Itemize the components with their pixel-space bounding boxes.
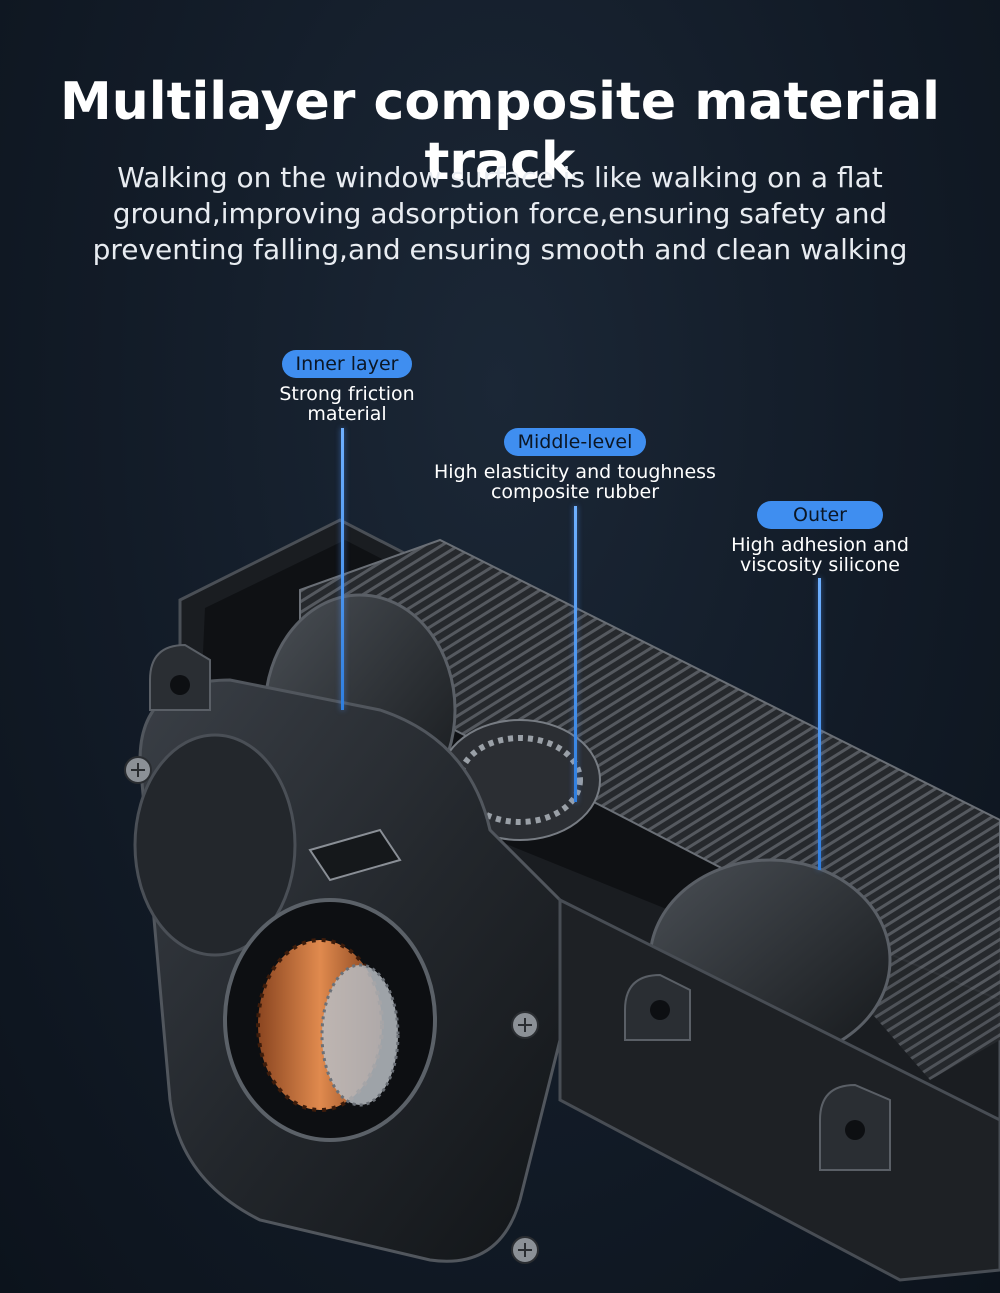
callout-outer: Outer High adhesion and viscosity silico… xyxy=(720,501,920,575)
callout-middle-level: Middle-level High elasticity and toughne… xyxy=(430,428,720,502)
mounting-tab-right xyxy=(819,1083,891,1171)
motor-coil xyxy=(223,898,437,1142)
screw-icon xyxy=(511,1236,539,1264)
page-title: Multilayer composite material track xyxy=(60,72,940,192)
track-edge xyxy=(860,810,1000,1080)
callout-inner-layer: Inner layer Strong friction material xyxy=(262,350,432,424)
end-cap xyxy=(133,733,297,957)
middle-level-tag: Middle-level xyxy=(503,428,647,456)
outer-tag: Outer xyxy=(757,501,883,529)
track-module-illustration xyxy=(124,518,1000,1282)
screw-icon xyxy=(511,1011,539,1039)
mounting-tab-mid xyxy=(624,973,691,1041)
middle-level-description: High elasticity and toughness composite … xyxy=(434,461,716,503)
inner-layer-description: Strong friction material xyxy=(279,383,415,425)
outer-description: High adhesion and viscosity silicone xyxy=(731,534,909,576)
connector-slot xyxy=(308,828,402,882)
inner-layer-leader xyxy=(341,428,344,710)
mounting-tab-left xyxy=(149,643,211,711)
middle-level-leader xyxy=(574,506,577,802)
inner-layer-tag: Inner layer xyxy=(281,350,413,378)
screw-icon xyxy=(124,756,152,784)
page-subtitle: Walking on the window surface is like wa… xyxy=(92,161,908,266)
outer-leader xyxy=(818,578,821,870)
